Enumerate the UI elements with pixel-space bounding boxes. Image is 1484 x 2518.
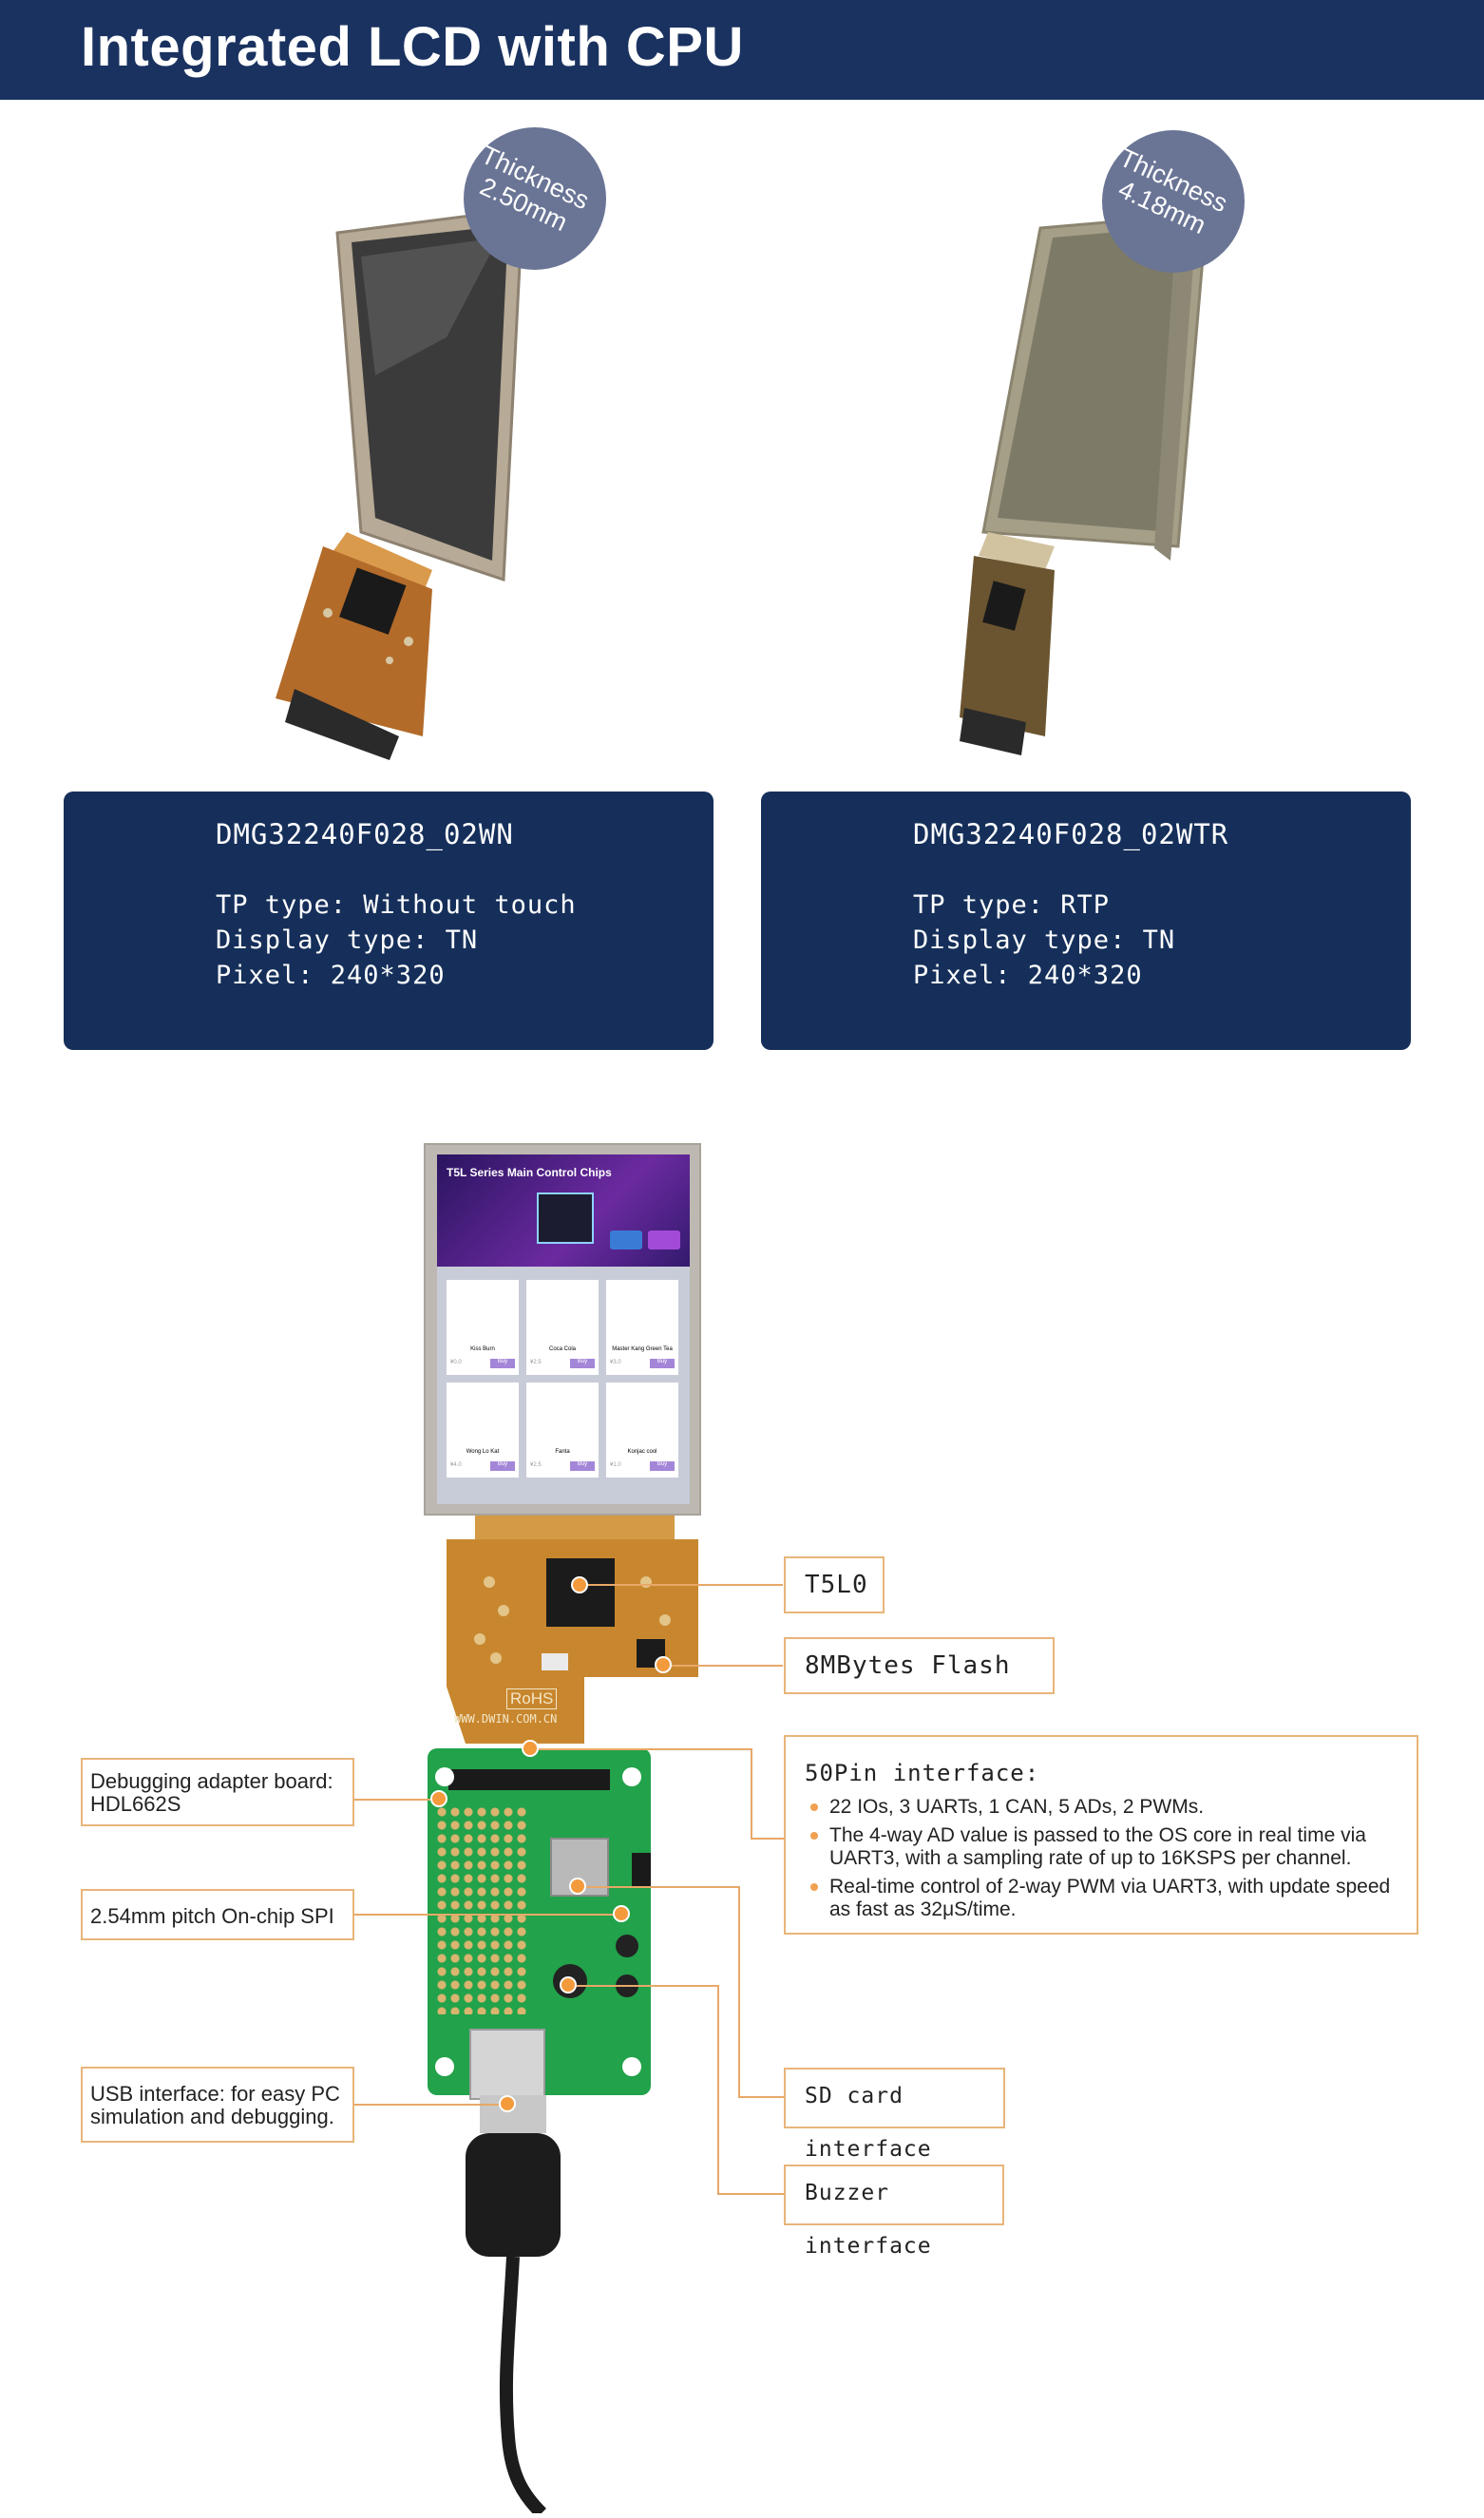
spi-label: 2.54mm pitch On-chip SPI xyxy=(90,1904,334,1928)
callout-sd-card: SD card interface xyxy=(784,2068,1005,2162)
rohs-mark: RoHS xyxy=(506,1688,558,1709)
lcd-module-image-left xyxy=(276,207,524,760)
callout-flash: 8MBytes Flash xyxy=(784,1637,1055,1694)
pixel-spec: Pixel: 240*320 xyxy=(913,961,1143,990)
callout-usb: USB interface: for easy PC simulation an… xyxy=(81,2067,354,2143)
connector-line xyxy=(717,1985,719,2194)
connector-line xyxy=(580,1584,783,1586)
product-name: Konjac cool xyxy=(627,1449,657,1455)
callout-50pin-interface: 50Pin interface: 22 IOs, 3 UARTs, 1 CAN,… xyxy=(784,1735,1418,1935)
buy-button: Buy xyxy=(650,1359,675,1368)
interface-item: 22 IOs, 3 UARTs, 1 CAN, 5 ADs, 2 PWMs. xyxy=(805,1796,1403,1819)
callout-t5l0: T5L0 xyxy=(784,1556,885,1613)
screen-title: T5L Series Main Control Chips xyxy=(447,1166,612,1179)
marker-dot xyxy=(613,1905,630,1922)
product-card-left: DMG32240F028_02WN TP type: Without touch… xyxy=(64,792,713,1050)
marker-dot xyxy=(560,1976,577,1993)
connector-line xyxy=(353,1799,439,1801)
buy-button: Buy xyxy=(490,1461,515,1471)
pixel-spec: Pixel: 240*320 xyxy=(216,961,446,990)
callout-spi: 2.54mm pitch On-chip SPI xyxy=(81,1889,354,1940)
product-tile: Master Kang Green Tea ¥3.0 Buy xyxy=(606,1280,678,1375)
product-tile: Fanta ¥2.5 Buy xyxy=(526,1383,599,1478)
usb-cable xyxy=(466,2095,561,2513)
marker-dot xyxy=(571,1576,588,1593)
title-banner: Integrated LCD with CPU xyxy=(0,0,1484,100)
product-name: Wong Lo Kat xyxy=(466,1449,500,1455)
product-card-right: DMG32240F028_02WTR TP type: RTP Display … xyxy=(761,792,1411,1050)
lcd-display: T5L Series Main Control Chips Kiss Burn ¥… xyxy=(437,1154,690,1504)
page-title: Integrated LCD with CPU xyxy=(81,16,744,78)
connector-line xyxy=(738,2096,785,2098)
debug-line-2: HDL662S xyxy=(90,1792,181,1816)
marker-dot xyxy=(569,1878,586,1895)
marker-dot xyxy=(522,1740,539,1757)
product-tile: Kiss Burn ¥0.0 Buy xyxy=(447,1280,519,1375)
marker-dot xyxy=(430,1790,447,1807)
buy-button: Buy xyxy=(570,1359,595,1368)
tp-type: TP type: RTP xyxy=(913,890,1111,920)
product-name: Coca Cola xyxy=(548,1346,576,1352)
product-tile: Konjac cool ¥1.0 Buy xyxy=(606,1383,678,1478)
product-tile: Coca Cola ¥2.5 Buy xyxy=(526,1280,599,1375)
callout-debug-board: Debugging adapter board: HDL662S xyxy=(81,1758,354,1826)
interface-title: 50Pin interface: xyxy=(805,1760,1040,1786)
connector-line xyxy=(665,1665,783,1667)
interface-item: Real-time control of 2-way PWM via UART3… xyxy=(805,1876,1403,1921)
buy-button: Buy xyxy=(490,1359,515,1368)
callout-buzzer: Buzzer interface xyxy=(784,2165,1004,2259)
debug-line-1: Debugging adapter board: xyxy=(90,1769,333,1793)
model-name: DMG32240F028_02WTR xyxy=(913,818,1229,850)
marker-dot xyxy=(499,2095,516,2112)
connector-line xyxy=(578,1886,739,1888)
connector-line xyxy=(717,2193,785,2195)
usb-line-1: USB interface: for easy PC xyxy=(90,2082,340,2106)
connector-line xyxy=(568,1985,717,1987)
product-price: ¥4.0 xyxy=(450,1462,462,1468)
product-name: Kiss Burn xyxy=(470,1346,495,1352)
website-text: WWW.DWIN.COM.CN xyxy=(454,1712,558,1726)
connector-line xyxy=(530,1748,751,1750)
product-tile: Wong Lo Kat ¥4.0 Buy xyxy=(447,1383,519,1478)
thickness-badge-left: Thickness 2.50mm xyxy=(464,127,606,270)
product-name: Fanta xyxy=(555,1449,570,1455)
buy-button: Buy xyxy=(650,1461,675,1471)
product-price: ¥1.0 xyxy=(610,1462,621,1468)
interface-item: The 4-way AD value is passed to the OS c… xyxy=(805,1824,1403,1870)
display-type: Display type: TN xyxy=(913,925,1176,955)
spi-header xyxy=(435,1805,530,2014)
tp-type: TP type: Without touch xyxy=(216,890,577,920)
display-type: Display type: TN xyxy=(216,925,479,955)
connector-line xyxy=(751,1838,785,1840)
connector-line xyxy=(751,1748,752,1839)
product-price: ¥3.0 xyxy=(610,1360,621,1365)
usb-line-2: simulation and debugging. xyxy=(90,2105,334,2128)
interface-list: 22 IOs, 3 UARTs, 1 CAN, 5 ADs, 2 PWMs. T… xyxy=(805,1796,1403,1927)
product-price: ¥0.0 xyxy=(450,1360,462,1365)
product-name: Master Kang Green Tea xyxy=(612,1346,673,1352)
connector-line xyxy=(353,1914,621,1916)
connector-line xyxy=(353,2104,507,2106)
screen-button xyxy=(648,1230,680,1249)
thickness-badge-right: Thickness 4.18mm xyxy=(1102,130,1245,273)
screen-header: T5L Series Main Control Chips xyxy=(437,1154,690,1267)
screen-button xyxy=(610,1230,642,1249)
fpc-board xyxy=(447,1516,698,1744)
connector-line xyxy=(738,1886,740,2097)
lcd-module-image-right xyxy=(960,212,1208,755)
usb-port xyxy=(469,2029,545,2100)
chip-graphic xyxy=(537,1192,594,1244)
model-name: DMG32240F028_02WN xyxy=(216,818,514,850)
product-price: ¥2.5 xyxy=(530,1360,542,1365)
marker-dot xyxy=(655,1656,672,1673)
lcd-screen-frame: T5L Series Main Control Chips Kiss Burn ¥… xyxy=(424,1143,701,1516)
buy-button: Buy xyxy=(570,1461,595,1471)
product-price: ¥2.5 xyxy=(530,1462,542,1468)
